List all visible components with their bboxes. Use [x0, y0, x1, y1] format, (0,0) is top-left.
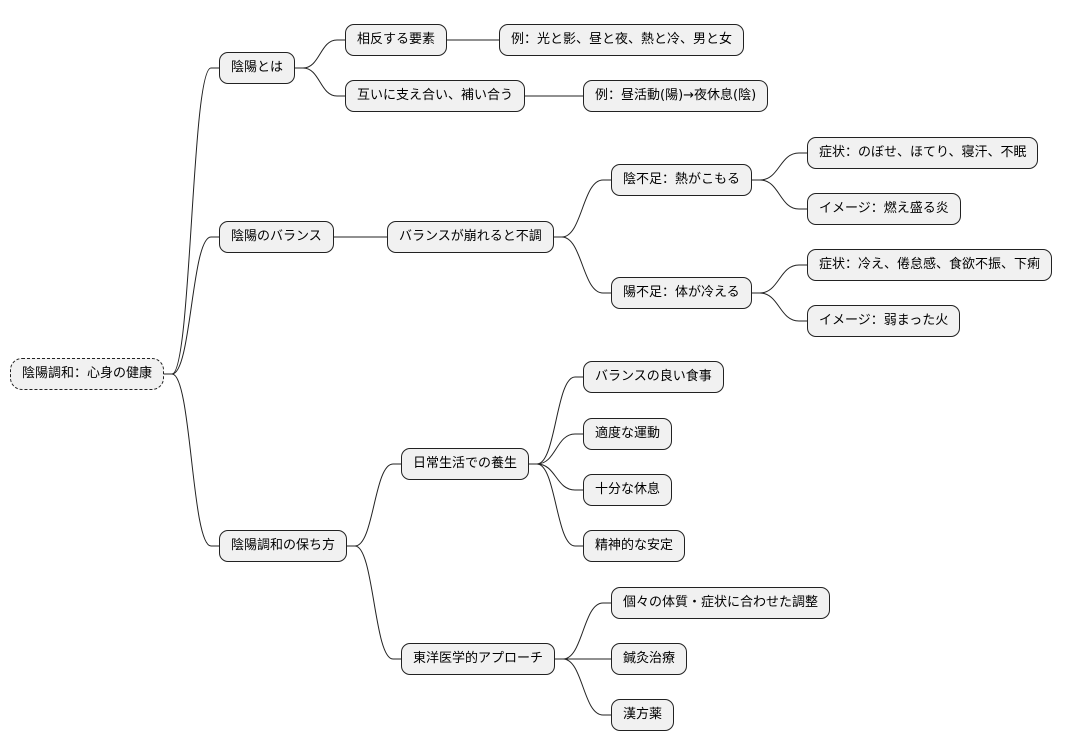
connector-keep-daily	[347, 463, 401, 547]
connector-east-e0	[555, 602, 611, 660]
node-daily-care: 日常生活での養生	[401, 448, 530, 480]
connector-daily-d3	[529, 463, 583, 547]
connector-yinD-yinI	[752, 179, 807, 210]
node-yin-deficiency-image: イメージ：燃え盛る炎	[807, 193, 961, 225]
node-yinyang-balance: 陰陽のバランス	[219, 221, 334, 253]
node-individual-adjustment: 個々の体質・症状に合わせた調整	[611, 587, 831, 619]
node-mutual-example: 例：昼活動(陽)→夜休息(陰)	[583, 80, 769, 112]
node-sufficient-rest: 十分な休息	[583, 474, 673, 506]
connector-yangD-yangI	[751, 292, 807, 322]
node-moderate-exercise: 適度な運動	[583, 418, 673, 450]
root-node: 陰陽調和：心身の健康	[10, 358, 165, 390]
node-acupuncture: 鍼灸治療	[611, 643, 688, 675]
connector-keep-east	[347, 545, 401, 660]
connector-yangD-yangS	[751, 264, 807, 294]
connector-root-bal	[164, 236, 219, 375]
node-opposing-example: 例：光と影、昼と夜、熱と冷、男と女	[499, 24, 745, 56]
node-opposing-elements: 相反する要素	[345, 24, 448, 56]
connector-root-yy	[164, 67, 219, 375]
node-yang-deficiency-symptoms: 症状：冷え、倦怠感、食欲不振、下痢	[807, 249, 1053, 281]
connector-dis-yangD	[553, 236, 611, 294]
node-yinyang-definition: 陰陽とは	[219, 52, 296, 84]
node-yin-deficiency-symptoms: 症状：のぼせ、ほてり、寝汗、不眠	[807, 137, 1039, 169]
connector-yy-opp	[295, 39, 345, 69]
connector-daily-d0	[529, 376, 583, 465]
node-yin-deficiency: 陰不足：熱がこもる	[611, 164, 753, 196]
node-eastern-medicine: 東洋医学的アプローチ	[401, 643, 556, 675]
node-imbalance-disorder: バランスが崩れると不調	[387, 221, 554, 253]
node-herbal-medicine: 漢方薬	[611, 699, 675, 731]
connector-east-e2	[555, 658, 611, 716]
node-yang-deficiency: 陽不足：体が冷える	[611, 277, 752, 309]
connector-daily-d1	[529, 433, 583, 465]
connector-root-keep	[164, 373, 219, 547]
connector-dis-yinD	[553, 179, 611, 238]
node-mutual-support: 互いに支え合い、補い合う	[345, 80, 526, 112]
node-balanced-diet: バランスの良い食事	[583, 361, 724, 393]
node-mental-stability: 精神的な安定	[583, 530, 686, 562]
connector-daily-d2	[529, 463, 583, 491]
node-yang-deficiency-image: イメージ：弱まった火	[807, 305, 961, 337]
node-maintaining-harmony: 陰陽調和の保ち方	[219, 530, 348, 562]
connector-yy-mut	[295, 67, 345, 97]
connector-yinD-yinS	[752, 152, 807, 181]
